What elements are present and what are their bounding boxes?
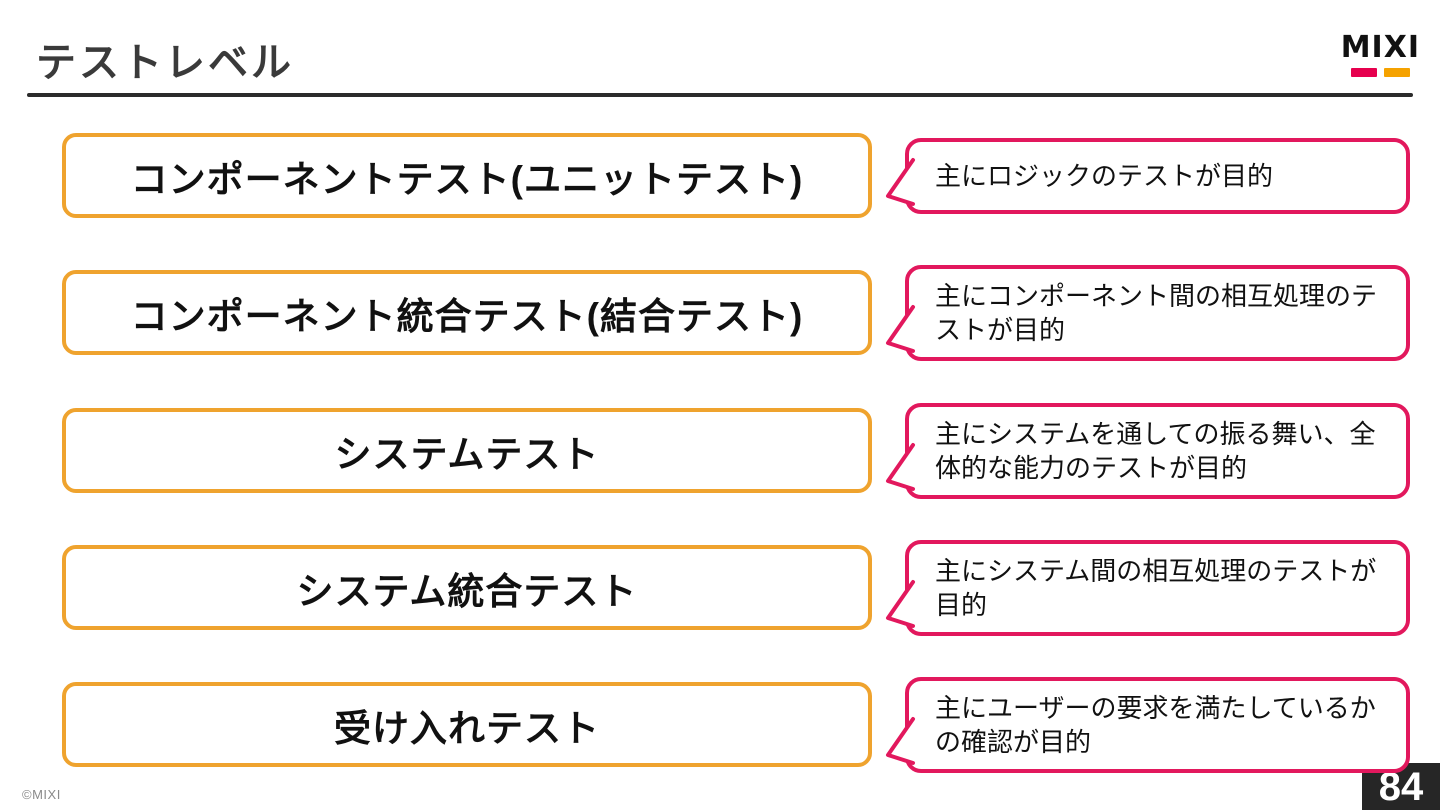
note-text: 主にコンポーネント間の相互処理のテストが目的	[935, 280, 1378, 345]
test-level-row: コンポーネント統合テスト(結合テスト) 主にコンポーネント間の相互処理のテストが…	[62, 264, 1410, 361]
level-box-acceptance-test: 受け入れテスト	[62, 682, 872, 767]
mixi-logo: MIXI	[1341, 33, 1420, 77]
speech-tail-icon	[886, 716, 915, 765]
note-text: 主にユーザーの要求を満たしているかの確認が目的	[935, 692, 1376, 757]
speech-tail-icon	[886, 304, 915, 353]
mixi-logo-text: MIXI	[1340, 30, 1420, 65]
level-box-component-test: コンポーネントテスト(ユニットテスト)	[62, 133, 872, 218]
note-text: 主にシステム間の相互処理のテストが目的	[935, 555, 1377, 620]
note-bubble: 主にロジックのテストが目的	[886, 137, 1410, 214]
page-title: テストレベル	[36, 41, 294, 85]
page-number-badge: 84	[1362, 763, 1440, 810]
note-text: 主にロジックのテストが目的	[935, 160, 1274, 191]
test-level-row: コンポーネントテスト(ユニットテスト) 主にロジックのテストが目的	[62, 133, 1410, 218]
title-divider	[27, 93, 1413, 97]
test-level-row: 受け入れテスト 主にユーザーの要求を満たしているかの確認が目的	[62, 676, 1410, 773]
note-text: 主にシステムを通しての振る舞い、全体的な能力のテストが目的	[935, 418, 1376, 483]
level-label: 受け入れテスト	[334, 707, 600, 749]
mixi-logo-bars	[1350, 68, 1410, 77]
level-label: コンポーネントテスト(ユニットテスト)	[130, 158, 804, 200]
level-box-system-test: システムテスト	[62, 408, 872, 493]
speech-tail-icon	[886, 579, 915, 628]
note-bubble: 主にシステム間の相互処理のテストが目的	[886, 539, 1410, 636]
copyright-notice: ©MIXI	[22, 787, 61, 802]
note-bubble: 主にユーザーの要求を満たしているかの確認が目的	[886, 676, 1410, 773]
level-box-system-integration-test: システム統合テスト	[62, 545, 872, 630]
speech-tail-icon	[886, 157, 915, 206]
test-level-row: システム統合テスト 主にシステム間の相互処理のテストが目的	[62, 539, 1410, 636]
level-label: システム統合テスト	[296, 570, 638, 612]
page-number: 84	[1378, 764, 1424, 809]
note-bubble: 主にシステムを通しての振る舞い、全体的な能力のテストが目的	[886, 402, 1410, 499]
speech-tail-icon	[886, 442, 915, 491]
logo-orange-bar	[1383, 68, 1410, 77]
logo-pink-bar	[1350, 68, 1377, 77]
level-box-component-integration-test: コンポーネント統合テスト(結合テスト)	[62, 270, 872, 355]
note-bubble: 主にコンポーネント間の相互処理のテストが目的	[886, 264, 1410, 361]
test-level-row: システムテスト 主にシステムを通しての振る舞い、全体的な能力のテストが目的	[62, 402, 1410, 499]
level-label: コンポーネント統合テスト(結合テスト)	[130, 295, 804, 337]
level-label: システムテスト	[334, 433, 600, 475]
